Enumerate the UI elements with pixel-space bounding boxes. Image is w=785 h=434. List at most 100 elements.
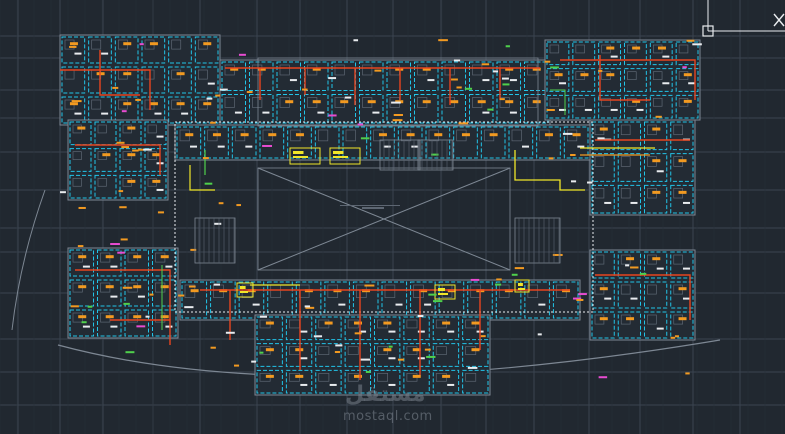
room-tag xyxy=(412,348,421,352)
room-outline xyxy=(370,126,395,159)
room-outline xyxy=(249,94,274,124)
room-tag xyxy=(383,348,392,352)
room-tag xyxy=(532,67,541,71)
device-tag xyxy=(328,77,337,80)
room-label xyxy=(417,330,425,333)
device-tag xyxy=(259,315,268,318)
room-label xyxy=(682,201,690,204)
room-label xyxy=(82,325,90,328)
room-outline xyxy=(256,369,283,394)
room-tag xyxy=(434,133,443,137)
room-outline xyxy=(432,316,460,341)
room-label xyxy=(217,145,225,148)
room-label xyxy=(604,297,612,300)
device-tag xyxy=(470,278,480,281)
room-fixture xyxy=(406,319,418,329)
room-tag xyxy=(354,321,363,325)
room-fixture xyxy=(147,124,157,134)
wiring-run-red xyxy=(595,274,691,320)
device-tag xyxy=(304,305,311,308)
building-wing xyxy=(589,249,696,341)
room-outline xyxy=(462,316,489,341)
room-outline xyxy=(259,126,285,159)
top-wing-outline xyxy=(257,57,539,127)
room-outline xyxy=(374,343,401,367)
room-outline xyxy=(304,61,329,91)
room-tag xyxy=(160,315,169,319)
room-outline xyxy=(359,94,384,124)
courtyard-diagonal xyxy=(257,167,511,271)
room-outline xyxy=(644,121,668,151)
crosshair-pickbox-icon xyxy=(702,25,714,37)
room-outline xyxy=(453,126,478,159)
room-label xyxy=(110,295,118,298)
device-tag xyxy=(149,293,154,296)
room-fixture xyxy=(594,254,605,265)
room-outline xyxy=(221,61,246,91)
room-tag xyxy=(383,321,392,325)
room-tag xyxy=(683,99,692,103)
room-outline xyxy=(249,61,274,91)
device-tag xyxy=(505,45,510,48)
room-tag xyxy=(489,133,498,137)
device-tag xyxy=(202,157,209,160)
room-outline xyxy=(304,94,329,124)
room-outline xyxy=(670,153,694,182)
electrical-panel-block xyxy=(289,147,321,165)
room-outline xyxy=(374,316,401,341)
room-tag xyxy=(505,100,514,104)
device-tag xyxy=(550,66,559,69)
room-outline xyxy=(97,279,122,307)
device-tag xyxy=(357,123,364,126)
building-wing xyxy=(59,34,221,126)
device-tag xyxy=(374,69,382,72)
room-tag xyxy=(78,285,87,289)
device-tag xyxy=(544,60,551,63)
stair-core xyxy=(194,217,236,264)
electrical-panel-block xyxy=(434,284,456,300)
room-outline xyxy=(97,249,122,277)
wiring-run-red xyxy=(99,50,140,96)
room-outline xyxy=(591,184,615,214)
room-outline xyxy=(617,153,641,182)
room-fixture xyxy=(435,346,447,355)
building-wing xyxy=(174,124,591,161)
room-tag xyxy=(606,46,615,50)
device-tag xyxy=(552,253,563,256)
room-tag xyxy=(447,289,456,293)
room-label xyxy=(329,383,337,386)
room-outline xyxy=(141,36,166,64)
room-tag xyxy=(626,317,635,321)
room-tag xyxy=(606,73,615,77)
device-tag xyxy=(354,332,362,335)
room-fixture xyxy=(377,372,388,382)
room-label xyxy=(688,82,696,85)
device-tag xyxy=(344,96,352,99)
device-tag xyxy=(215,94,221,97)
panel-label xyxy=(518,283,523,286)
corridor-outline xyxy=(174,121,594,313)
room-outline xyxy=(670,184,694,214)
room-label xyxy=(289,79,297,82)
device-tag xyxy=(213,283,220,286)
room-tag xyxy=(544,133,553,137)
room-fixture xyxy=(252,97,263,108)
room-tag xyxy=(127,179,136,183)
room-tag xyxy=(133,285,142,289)
room-label xyxy=(300,330,308,333)
room-label xyxy=(165,325,173,328)
device-tag xyxy=(598,69,603,72)
device-tag xyxy=(78,206,86,209)
room-label xyxy=(447,383,455,386)
room-outline xyxy=(315,369,342,394)
room-outline xyxy=(649,68,673,92)
building-wing xyxy=(544,39,701,121)
room-tag xyxy=(312,100,321,104)
room-label xyxy=(662,55,670,58)
device-tag xyxy=(597,137,605,140)
room-fixture xyxy=(318,346,330,355)
room-outline xyxy=(432,369,460,394)
device-tag xyxy=(206,97,213,100)
